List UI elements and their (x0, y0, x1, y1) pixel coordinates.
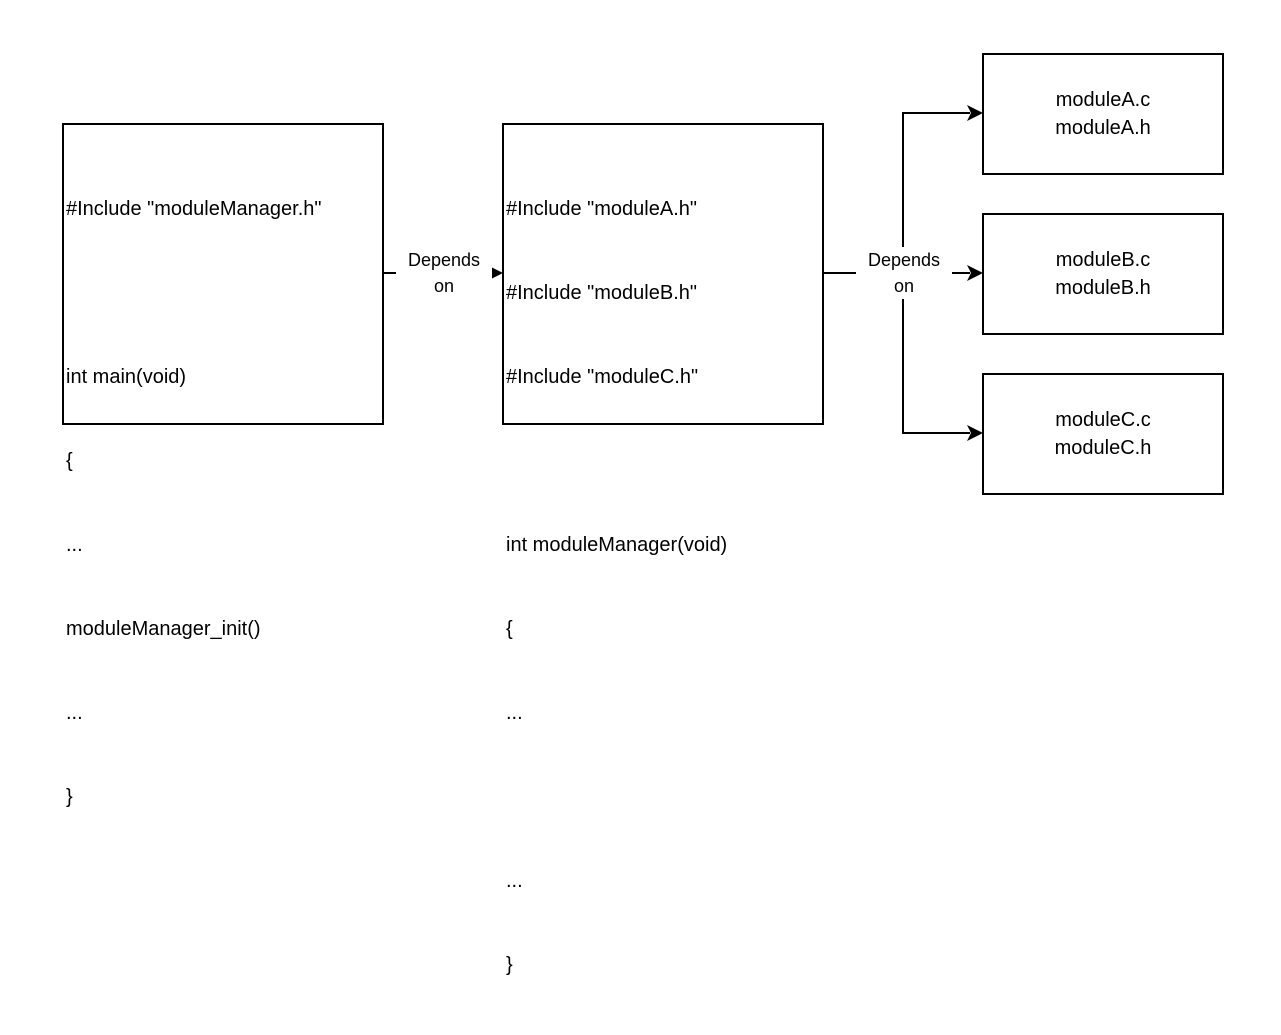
module-b-box: moduleB.c moduleB.h (982, 213, 1224, 335)
module-b-source-file: moduleB.c (1055, 249, 1151, 271)
code-line: int main(void) (66, 366, 187, 388)
edge-label-line: Depends (867, 250, 941, 270)
module-c-box: moduleC.c moduleC.h (982, 373, 1224, 495)
code-line (506, 447, 727, 475)
module-manager-code: #Include "moduleA.h" #Include "moduleB.h… (506, 139, 727, 1035)
edge-label-main-to-manager: Depends on (396, 247, 492, 299)
edge-to-module-a-line (902, 112, 970, 273)
main-file-box: #Include "moduleManager.h" int main(void… (62, 123, 384, 808)
module-b-header-file: moduleB.h (1055, 277, 1151, 299)
edge-label-manager-to-modules: Depends on (856, 247, 952, 299)
module-a-source-file: moduleA.c (1055, 89, 1151, 111)
code-line: moduleManager_init() (66, 618, 261, 640)
module-manager-box: #Include "moduleA.h" #Include "moduleB.h… (502, 123, 824, 976)
main-file-code: #Include "moduleManager.h" int main(void… (66, 139, 321, 867)
code-line: ... (506, 870, 523, 892)
arrowhead-main-to-manager (489, 266, 503, 280)
code-line: { (506, 618, 513, 640)
code-line: #Include "moduleA.h" (506, 198, 697, 220)
edge-to-module-c-line (902, 273, 970, 434)
edge-label-line: on (433, 276, 455, 296)
code-line: ... (506, 702, 523, 724)
code-line: ... (66, 702, 83, 724)
code-line: { (66, 450, 73, 472)
code-line: #Include "moduleManager.h" (66, 198, 322, 220)
arrowhead-to-module-a (967, 105, 983, 121)
module-c-source-file: moduleC.c (1055, 409, 1151, 431)
arrowhead-to-module-c (967, 425, 983, 441)
module-c-header-file: moduleC.h (1054, 437, 1152, 459)
code-line: #Include "moduleC.h" (506, 366, 699, 388)
code-line (506, 783, 727, 811)
module-a-box: moduleA.c moduleA.h (982, 53, 1224, 175)
code-line (66, 279, 321, 307)
edge-label-line: Depends (407, 250, 481, 270)
edge-label-line: on (893, 276, 915, 296)
module-a-header-file: moduleA.h (1055, 117, 1151, 139)
arrowhead-to-module-b (967, 265, 983, 281)
code-line: ... (66, 534, 83, 556)
code-line: #Include "moduleB.h" (506, 282, 697, 304)
code-line: } (506, 954, 513, 976)
code-line: int moduleManager(void) (506, 534, 728, 556)
code-line: } (66, 786, 73, 808)
